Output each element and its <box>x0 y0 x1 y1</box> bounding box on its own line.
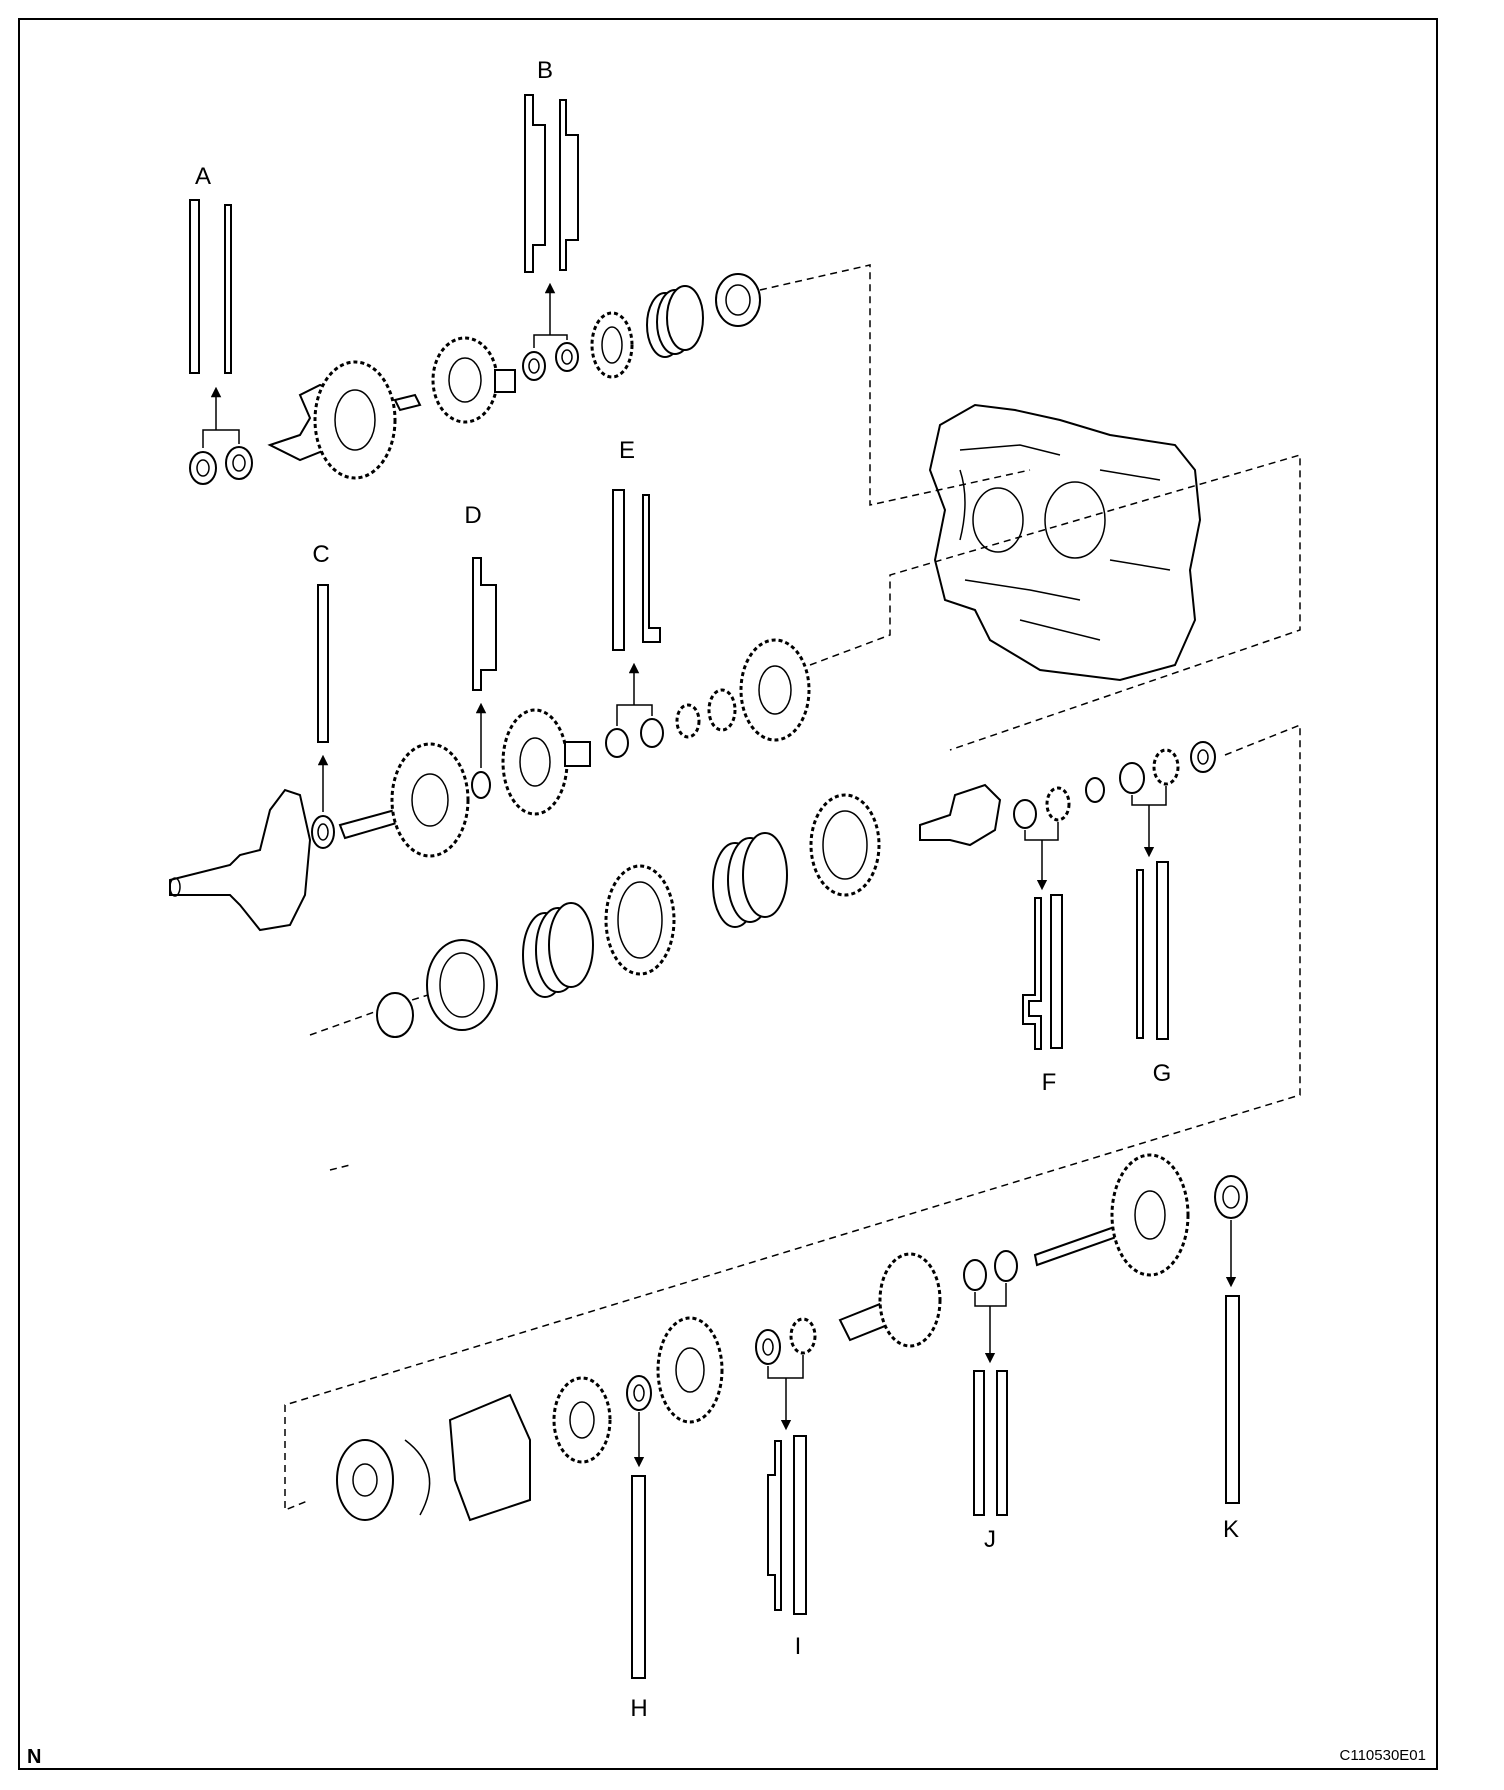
transaxle-case <box>928 403 1202 682</box>
label-d: D <box>464 502 481 529</box>
label-f: F <box>1042 1069 1057 1096</box>
row2-parts <box>169 638 811 932</box>
row1-parts <box>189 273 761 485</box>
label-k: K <box>1223 1516 1239 1543</box>
label-c: C <box>312 541 329 568</box>
label-b: B <box>537 57 553 84</box>
part-labels: A B C D E F G H I J K <box>195 57 1239 1722</box>
detail-profiles <box>189 94 1240 1679</box>
row3-parts <box>376 741 1216 1038</box>
label-h: H <box>630 1695 647 1722</box>
label-j: J <box>984 1526 996 1553</box>
selection-arrows <box>202 282 1237 1468</box>
figure-code: C110530E01 <box>1340 1747 1426 1764</box>
corner-mark: N <box>27 1746 41 1768</box>
label-g: G <box>1153 1060 1172 1087</box>
row4-parts <box>336 1153 1248 1522</box>
label-e: E <box>619 437 635 464</box>
label-a: A <box>195 163 211 190</box>
label-i: I <box>795 1633 802 1660</box>
